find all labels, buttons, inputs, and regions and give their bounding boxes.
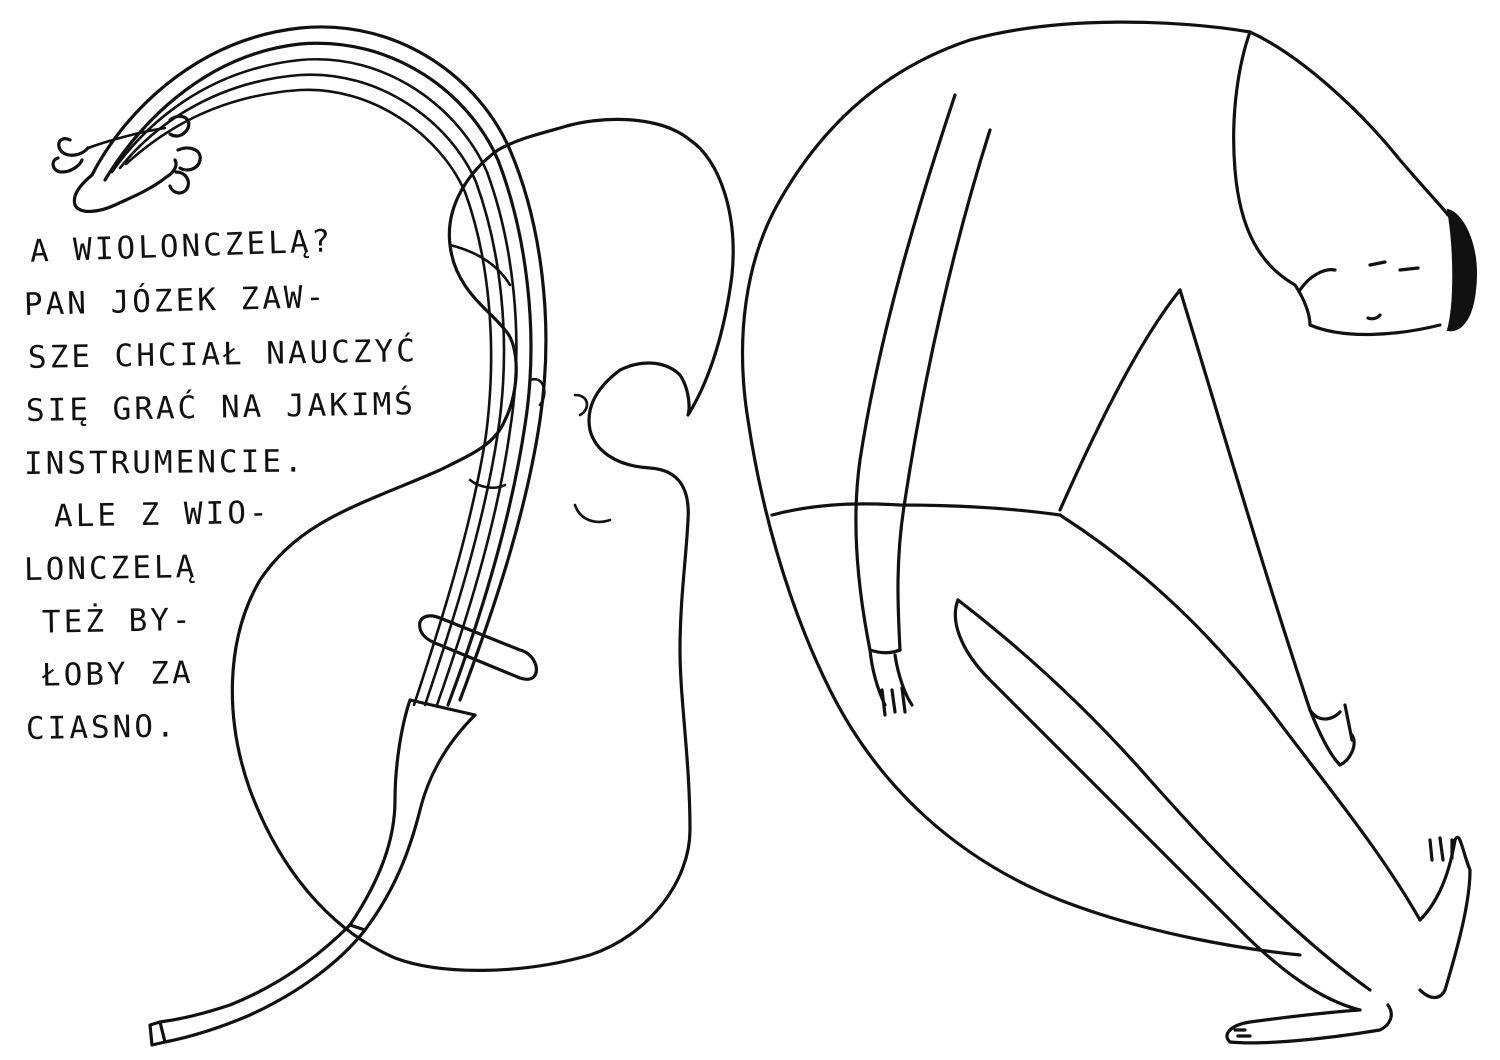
caption-line: INSTRUMENCIE. xyxy=(23,443,306,482)
caption-line: ALE Z WIO- xyxy=(53,494,271,535)
man-drawing xyxy=(740,20,1477,1045)
caption-line: LONCZELĄ xyxy=(23,548,198,588)
handwritten-caption: A WIOLONCZELĄ? PAN JÓZEK ZAW- SZE CHCIAŁ… xyxy=(23,223,494,756)
caption-line: CIASNO. xyxy=(25,708,178,747)
caption-line: TEŻ BY- xyxy=(41,602,194,641)
cello-drawing xyxy=(51,25,735,1047)
caption-line: ŁOBY ZA xyxy=(41,655,194,694)
caption-line: PAN JÓZEK ZAW- xyxy=(23,279,328,323)
caption-line: SIĘ GRAĆ NA JAKIMŚ xyxy=(25,386,417,429)
caption-line: SZE CHCIAŁ NAUCZYĆ xyxy=(27,333,419,376)
